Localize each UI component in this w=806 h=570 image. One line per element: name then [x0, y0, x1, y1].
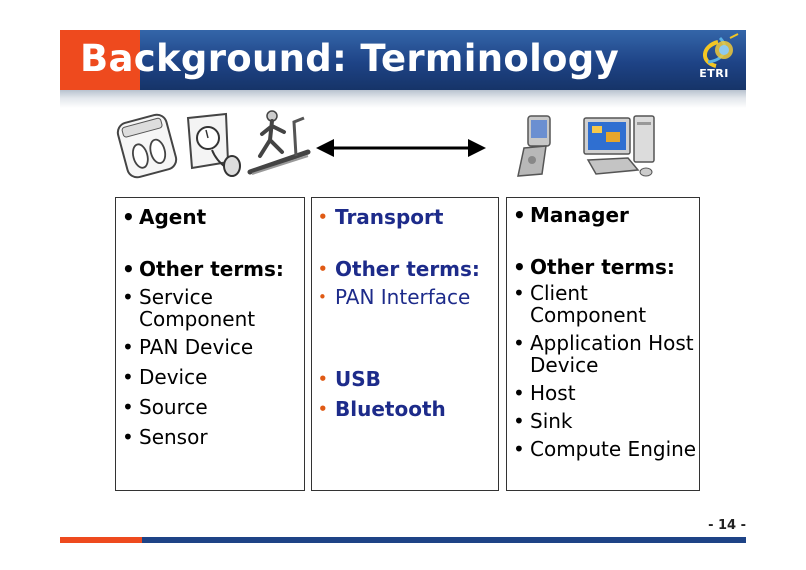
- transport-example-usb: USB: [312, 368, 498, 390]
- agent-term: Device: [116, 366, 304, 388]
- transport-heading: Transport: [312, 206, 498, 228]
- header-bar: [140, 30, 746, 90]
- scale-icon: [116, 113, 178, 179]
- manager-term: Sink: [507, 410, 699, 432]
- agent-term: PAN Device: [116, 336, 304, 358]
- agent-heading: Agent: [116, 206, 304, 228]
- agent-box: Agent Other terms: Service Component PAN…: [115, 197, 305, 491]
- agent-term: Service Component: [116, 286, 304, 330]
- agent-other-terms-label: Other terms:: [116, 258, 304, 280]
- transport-other-terms-label: Other terms:: [312, 258, 498, 280]
- manager-heading: Manager: [507, 204, 699, 226]
- header-shadow: [60, 90, 746, 108]
- footer-bar: [142, 537, 746, 543]
- manager-other-terms-label: Other terms:: [507, 256, 699, 278]
- etri-logo: ETRI: [686, 32, 742, 86]
- agent-term: Sensor: [116, 426, 304, 448]
- manager-box: Manager Other terms: Client Component Ap…: [506, 197, 700, 491]
- manager-term: Application Host Device: [507, 332, 699, 376]
- title-rest: ckground: Terminology: [133, 37, 619, 80]
- treadmill-icon: [247, 110, 311, 175]
- manager-term: Client Component: [507, 282, 699, 326]
- manager-term: Compute Engine: [507, 438, 699, 460]
- logo-emblem-icon: [703, 33, 739, 68]
- transport-box: Transport Other terms: PAN Interface USB…: [311, 197, 499, 491]
- mobile-phone-icon: [517, 115, 551, 177]
- double-arrow-icon: [316, 139, 486, 157]
- manager-term: Host: [507, 382, 699, 404]
- header-accent-block: [60, 30, 140, 90]
- blood-pressure-monitor-icon: [186, 112, 241, 177]
- slide-title: Background: Terminology: [80, 37, 619, 80]
- logo-text: ETRI: [699, 67, 729, 80]
- title-prefix: Ba: [80, 37, 134, 80]
- footer-accent-bar: [60, 537, 142, 543]
- agent-term: Source: [116, 396, 304, 418]
- transport-term: PAN Interface: [312, 286, 498, 308]
- page-number: - 14 -: [708, 518, 746, 533]
- desktop-computer-icon: [583, 115, 655, 177]
- transport-example-bluetooth: Bluetooth: [312, 398, 498, 420]
